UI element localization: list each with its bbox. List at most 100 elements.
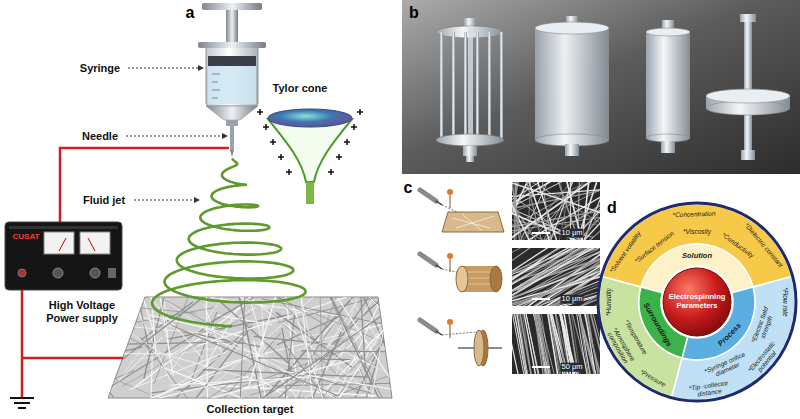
fiber xyxy=(257,305,397,402)
fiber xyxy=(545,314,587,374)
fiber xyxy=(539,182,563,240)
fiber xyxy=(149,315,248,338)
fiber xyxy=(276,356,442,418)
scale-label: 10 μm xyxy=(561,295,584,304)
fiber xyxy=(211,285,269,308)
fiber xyxy=(51,353,173,355)
scale-label: 10 μm xyxy=(561,229,584,238)
fiber xyxy=(512,199,600,227)
fiber xyxy=(298,280,316,371)
spinning-setup-icon xyxy=(436,331,442,335)
spinning-setup-icon xyxy=(452,214,494,231)
spinning-setup-icon xyxy=(420,254,436,265)
parameter-item: *Viscosity xyxy=(683,228,711,235)
spinning-setup-icon xyxy=(447,189,453,195)
syringe xyxy=(206,106,258,120)
fiber xyxy=(122,313,252,387)
fiber xyxy=(512,248,600,306)
sem-image xyxy=(532,233,550,367)
sem-image xyxy=(512,314,600,374)
parameter-item: *Humidity xyxy=(605,288,612,316)
panel-letter: b xyxy=(409,4,419,22)
collector-photo xyxy=(741,150,755,160)
fiber xyxy=(310,254,390,419)
parameter-item: *Flow rate xyxy=(781,287,788,316)
fiber xyxy=(177,360,349,407)
fiber xyxy=(584,314,600,374)
taylor-cone xyxy=(257,109,363,204)
fiber xyxy=(293,306,341,419)
node-text: Electrospinning Parameters xyxy=(666,293,728,310)
spinning-setup-icon xyxy=(447,319,453,325)
fiber xyxy=(512,259,599,306)
spinning-setup-icon xyxy=(420,320,436,331)
spinning-setup-icon xyxy=(447,253,453,259)
fiber xyxy=(512,249,599,306)
syringe xyxy=(226,120,238,126)
wheel-rim xyxy=(598,203,796,401)
category-label: Solution xyxy=(682,252,712,261)
sem-image xyxy=(512,182,600,240)
part-label: Syringe xyxy=(80,62,120,75)
collector-photo xyxy=(706,89,790,103)
collector-photo xyxy=(476,32,479,140)
fiber xyxy=(514,248,600,306)
syringe xyxy=(198,42,266,48)
spinning-setup-icon xyxy=(420,253,502,292)
fiber xyxy=(512,248,600,299)
part-label: Needle xyxy=(82,130,118,143)
leader-line xyxy=(126,65,228,203)
part-label: Tylor cone xyxy=(273,82,328,95)
fiber xyxy=(84,359,133,419)
power-supply xyxy=(90,268,100,278)
fiber xyxy=(527,314,553,374)
sem-image xyxy=(512,248,600,306)
collector-photo xyxy=(744,18,752,158)
fiber xyxy=(301,350,399,352)
collector-photo xyxy=(646,134,690,142)
syringe xyxy=(206,46,258,106)
syringe xyxy=(202,3,262,10)
part-label: Fluid jet xyxy=(83,194,125,207)
collector-photo xyxy=(402,0,800,174)
leader-line xyxy=(222,133,228,139)
ground-symbol xyxy=(10,398,34,408)
power-supply xyxy=(5,222,122,290)
taylor-cone xyxy=(268,119,352,182)
collector-photo xyxy=(464,32,467,140)
spinning-setup-icon xyxy=(436,201,442,205)
collector-photo xyxy=(466,156,474,162)
spinning-setup-icon xyxy=(420,190,436,201)
fiber xyxy=(119,337,163,381)
fiber xyxy=(322,263,448,394)
power-supply xyxy=(18,269,26,277)
syringe xyxy=(230,150,234,157)
fiber xyxy=(515,182,564,240)
fiber xyxy=(365,304,388,419)
syringe xyxy=(208,56,256,66)
wire xyxy=(22,357,123,360)
fiber xyxy=(172,326,336,395)
fiber xyxy=(207,328,360,412)
leader-line xyxy=(194,197,200,203)
fiber xyxy=(150,357,152,419)
leader-line xyxy=(198,65,204,71)
spinning-setup-icon xyxy=(442,332,476,335)
fiber xyxy=(254,336,328,344)
power-supply xyxy=(108,268,116,278)
spinning-setup-icon xyxy=(436,265,442,269)
fiber xyxy=(512,248,600,297)
fiber xyxy=(335,258,395,346)
spinning-setup-icon xyxy=(420,189,504,232)
fiber xyxy=(512,182,530,240)
syringe xyxy=(212,74,220,98)
collector-photo xyxy=(440,32,443,140)
collector-photo xyxy=(535,28,609,140)
collector-photo xyxy=(402,0,800,174)
leader-line xyxy=(126,68,222,200)
power-supply xyxy=(59,238,95,251)
collector-photo xyxy=(661,141,675,153)
fiber xyxy=(512,195,594,240)
syringe xyxy=(198,3,266,157)
